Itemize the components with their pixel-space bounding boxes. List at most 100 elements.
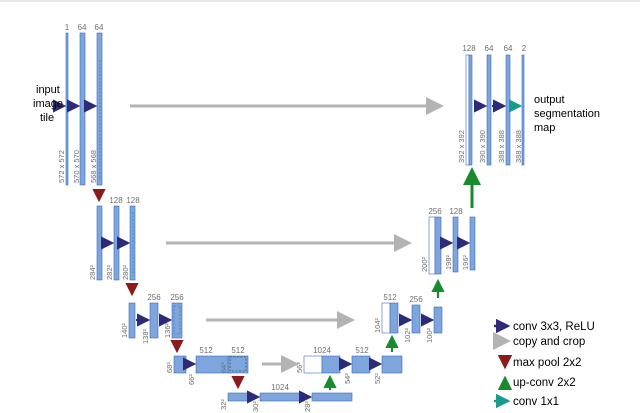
size-label: 388 x 388: [514, 130, 523, 163]
channel-label: 1: [65, 23, 70, 32]
channel-label: 128: [109, 196, 123, 205]
copied-feature-map-block: [465, 54, 470, 166]
size-label: 388 x 388: [497, 130, 506, 163]
channel-label: 64: [78, 23, 87, 32]
channel-label: 64: [485, 44, 494, 53]
channel-label: 2: [522, 44, 527, 53]
feature-map-block: [452, 216, 459, 273]
size-label: 52²: [373, 373, 382, 384]
encoder-level-3: 256 256 140² 138² 136²: [120, 293, 184, 344]
size-label: 200²: [420, 256, 429, 272]
channel-label: 512: [355, 346, 369, 355]
size-label: 64²: [219, 362, 228, 373]
output-label-line: map: [534, 122, 555, 134]
size-label: 30²: [251, 401, 260, 412]
size-label: 140²: [120, 322, 129, 338]
feature-map-block: [351, 355, 371, 374]
channel-label: 64: [95, 23, 104, 32]
feature-map-block: [113, 205, 120, 281]
size-label: 102²: [403, 327, 412, 343]
size-label: 198²: [444, 254, 453, 270]
feature-map-block: [381, 355, 403, 374]
size-label: 282²: [105, 264, 114, 280]
size-label: 572 x 572: [57, 150, 66, 183]
input-label-line: tile: [40, 112, 54, 124]
legend-label: up-conv 2x2: [513, 377, 576, 389]
output-label-line: segmentation: [534, 108, 600, 120]
size-label: 392 x 392: [457, 130, 466, 163]
size-label: 280²: [121, 264, 130, 280]
copied-feature-map-block: [428, 216, 436, 275]
feature-map-block: [96, 205, 103, 281]
decoder-level-4: 1024 512 56² 54² 52²: [295, 346, 403, 384]
channel-label: 256: [428, 207, 442, 216]
size-label: 68²: [165, 362, 174, 373]
channel-label: 128: [449, 207, 463, 216]
feature-map-block: [259, 392, 305, 402]
channel-label: 128: [126, 196, 140, 205]
channel-label: 1024: [271, 383, 289, 392]
channel-label: 256: [147, 293, 161, 302]
decoder-level-3: 512 256 104² 102² 100²: [373, 293, 443, 343]
input-label-line: image: [33, 98, 63, 110]
output-label-line: output: [534, 94, 565, 106]
size-label: 196²: [461, 254, 470, 270]
channel-label: 512: [383, 293, 397, 302]
size-label: 284²: [88, 264, 97, 280]
legend-label: max pool 2x2: [513, 357, 581, 369]
feature-map-block: [411, 304, 421, 334]
feature-map-block: [65, 32, 69, 186]
size-label: 54²: [343, 373, 352, 384]
feature-map-block: [468, 54, 473, 166]
encoder-level-2: 128 128 284² 282² 280²: [88, 196, 140, 281]
size-label: 136²: [163, 322, 172, 338]
feature-map-block: [434, 216, 442, 275]
decoder-level-2: 256 128 200² 198² 196²: [420, 207, 476, 275]
feature-map-block: [173, 355, 187, 374]
feature-map-block: [469, 216, 476, 271]
size-label: 138²: [141, 328, 150, 344]
size-label: 66²: [187, 374, 196, 385]
feature-map-block: [433, 306, 443, 334]
channel-label: 128: [462, 44, 476, 53]
size-label: 568 x 568: [89, 150, 98, 183]
size-label: 100²: [425, 327, 434, 343]
feature-map-block: [227, 355, 249, 374]
copied-feature-map-block: [303, 355, 323, 374]
legend-label: copy and crop: [513, 336, 585, 348]
size-label: 56²: [295, 362, 304, 373]
legend: conv 3x3, ReLU copy and crop max pool 2x…: [493, 318, 595, 409]
feature-map-block: [149, 302, 159, 339]
channel-label: 512: [231, 346, 245, 355]
channel-label: 256: [170, 293, 184, 302]
feature-map-block: [321, 355, 341, 374]
feature-map-block: [389, 302, 399, 334]
size-label: 390 x 390: [478, 130, 487, 163]
encoder-level-1: 1 64 64 572 x 572 570 x 570 568 x 568 in…: [33, 23, 104, 186]
legend-label: conv 3x3, ReLU: [513, 321, 595, 333]
feature-map-block: [128, 302, 136, 339]
feature-map-block: [129, 205, 136, 281]
size-label: 104²: [373, 317, 382, 333]
size-label: 570 x 570: [72, 150, 81, 183]
size-label: 28²: [303, 401, 312, 412]
feature-map-block: [486, 54, 492, 166]
crop-region-outline: [229, 356, 247, 372]
legend-label: conv 1x1: [513, 396, 559, 408]
channel-label: 64: [504, 44, 513, 53]
input-label-line: input: [36, 84, 60, 96]
copied-feature-map-block: [381, 302, 391, 334]
channel-label: 512: [199, 346, 213, 355]
encoder-level-4: 512 512 68² 66² 64²: [165, 346, 249, 385]
feature-map-block: [505, 54, 511, 166]
bottleneck-level: 1024 32² 30² 28²: [219, 383, 353, 412]
crop-region-outline: [173, 305, 181, 335]
feature-map-block: [311, 392, 353, 402]
channel-label: 256: [409, 295, 423, 304]
feature-map-block: [171, 302, 183, 339]
size-label: 32²: [219, 399, 228, 410]
decoder-level-1: 128 64 64 2 392 x 392 390 x 390 388 x 38…: [457, 44, 600, 166]
channel-label: 1024: [313, 346, 331, 355]
feature-map-block: [227, 392, 251, 402]
